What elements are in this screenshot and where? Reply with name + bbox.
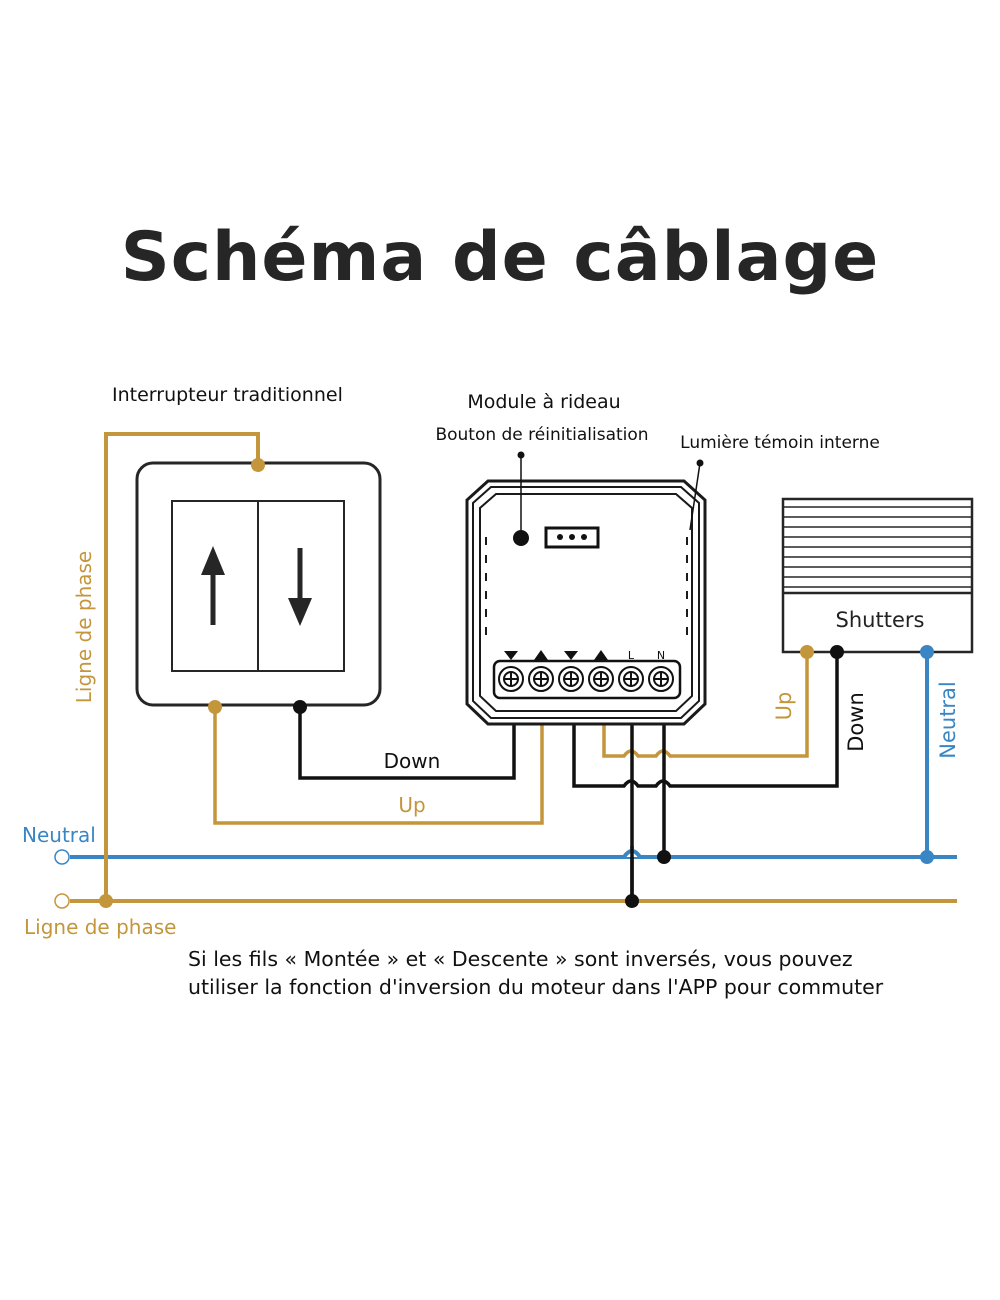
curtain-module: L N [465, 479, 707, 726]
terminal-down-icon [504, 651, 518, 660]
bus-lines [54, 849, 957, 909]
phase-line-vertical-label: Ligne de phase [72, 551, 96, 703]
shutters-unit: Shutters [781, 497, 974, 659]
reset-button [513, 530, 529, 546]
shutter-neutral-terminal [920, 645, 934, 659]
down-wire-label: Down [384, 749, 441, 773]
phase-junction-dot [99, 894, 113, 908]
indicator-light-connector [544, 526, 600, 549]
switch-label: Interrupteur traditionnel [112, 384, 343, 406]
down-wire [298, 707, 516, 780]
phase-line-label: Ligne de phase [24, 915, 176, 939]
L-junction-dot [625, 894, 639, 908]
shutter-neutral-junction-dot [920, 850, 934, 864]
note-line-1: Si les fils « Montée » et « Descente » s… [188, 947, 853, 971]
terminal-L-label: L [628, 649, 635, 662]
N-junction-dot [657, 850, 671, 864]
phase-terminal [54, 893, 70, 909]
terminal-up-icon [534, 650, 548, 660]
internal-light-label: Lumière témoin interne [680, 433, 880, 453]
up-wire [213, 707, 544, 825]
shutter-down-terminal [830, 645, 844, 659]
module-label: Module à rideau [467, 391, 620, 413]
phase-feed-wire [104, 432, 260, 901]
switch-phase-terminal [251, 458, 265, 472]
neutral-terminal [54, 849, 70, 865]
module-up-to-shutter-wire [602, 652, 809, 758]
shutters-label: Shutters [836, 608, 925, 632]
shutter-up-terminal [800, 645, 814, 659]
shutter-down-label: Down [844, 692, 868, 752]
terminal-block: L N [492, 649, 682, 700]
note-line-2: utiliser la fonction d'inversion du mote… [188, 975, 884, 999]
module-side-vents [485, 537, 688, 635]
terminal-down-icon [564, 651, 578, 660]
light-leader-line [689, 462, 701, 531]
terminal-N-label: N [657, 649, 665, 662]
neutral-label: Neutral [22, 823, 96, 847]
shutter-neutral-label: Neutral [936, 681, 960, 759]
arrow-down-icon [288, 548, 312, 626]
arrow-up-icon [201, 546, 225, 625]
up-wire-label: Up [398, 793, 425, 817]
module-down-to-shutter-wire [572, 652, 839, 788]
terminal-up-icon [594, 650, 608, 660]
page-title: Schéma de câblage [120, 218, 880, 297]
shutter-up-label: Up [772, 692, 796, 721]
inversion-note: Si les fils « Montée » et « Descente » s… [188, 945, 978, 1001]
traditional-switch [135, 458, 382, 714]
reset-button-label: Bouton de réinitialisation [435, 425, 648, 445]
